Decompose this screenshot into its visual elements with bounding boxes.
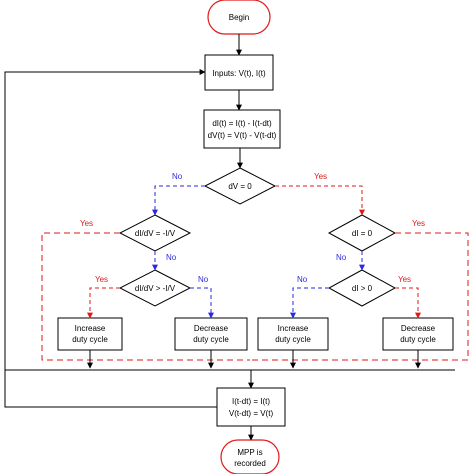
mpp-line-1: MPP is [237,448,262,457]
decrease-duty-left-line-2: duty cycle [193,335,229,344]
di-greater-decision [327,269,397,307]
dv-zero-label: dV = 0 [228,182,252,191]
di-greater-no-connector [290,287,329,319]
di-greater-label: dI > 0 [352,284,373,293]
decrease-duty-right-line-1: Decrease [401,324,436,333]
dv-no-label: No [172,172,183,181]
di-greater-yes-label: Yes [398,275,411,284]
di-zero-no-label: No [336,253,347,262]
decrease-duty-left-box [174,317,248,351]
delta-box [203,109,281,149]
increase-duty-left-line-1: Increase [75,324,106,333]
didv-greater-no-label: No [198,275,209,284]
increase-duty-right-line-2: duty cycle [275,335,311,344]
decrease-duty-left-line-1: Decrease [194,324,229,333]
didv-equal-yes-label: Yes [80,219,93,228]
update-line-2: V(t-dt) = V(t) [229,409,274,418]
update-box [216,387,286,427]
didv-greater-no-connector [190,287,214,319]
increase-duty-left-line-2: duty cycle [72,335,108,344]
didv-equal-yes-connector [41,232,250,361]
increase-duty-right-line-1: Increase [278,324,309,333]
dv-yes-label: Yes [314,172,327,181]
increase-duty-left-box [57,317,123,351]
di-greater-no-label: No [297,275,308,284]
decrease-duty-right-line-2: duty cycle [400,335,436,344]
update-line-1: I(t-dt) = I(t) [232,397,270,406]
di-zero-label: dI = 0 [352,229,373,238]
inputs-box [204,54,274,91]
increase-duty-right-box [257,317,329,351]
didv-greater-label: dI/dV > -I/V [135,284,176,293]
mpp-line-2: recorded [234,459,266,468]
delta-line-1: dI(t) = I(t) - I(t-dt) [212,119,272,128]
didv-greater-yes-connector [87,287,120,319]
delta-line-2: dV(t) = V(t) - V(t-dt) [208,131,277,140]
feedback-loop-connector [4,69,217,408]
dv-zero-decision [203,167,277,205]
dv-no-connector [152,185,205,216]
didv-greater-yes-label: Yes [95,275,108,284]
di-zero-yes-label: Yes [412,219,425,228]
begin-label: Begin [229,13,249,22]
didv-equal-label: dI/dV = -I/V [135,229,176,238]
inputs-label: Inputs: V(t), I(t) [212,69,266,78]
didv-equal-no-label: No [166,253,177,262]
dv-yes-connector [275,185,365,216]
decrease-duty-right-box [382,317,454,351]
di-greater-yes-connector [395,287,421,319]
didv-greater-decision [118,269,192,307]
mpp-terminator [220,439,280,474]
